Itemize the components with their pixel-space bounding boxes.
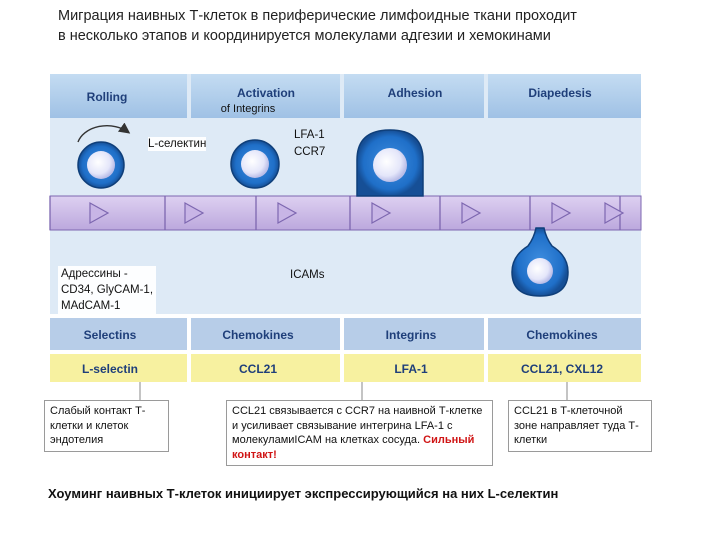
molecule-cell-integrins <box>344 318 484 350</box>
connector-lines <box>139 382 568 400</box>
molecule-rows: Selectins Chemokines Integrins Chemokine… <box>50 318 641 382</box>
info-box-rolling-text: Слабый контакт Т-клетки и клеток эндотел… <box>50 405 146 446</box>
molecule-label-selectins: Selectins <box>84 328 137 342</box>
title-line-2: в несколько этапов и координируется моле… <box>58 28 551 44</box>
addressins-line-3: MAdCAM-1 <box>61 300 121 312</box>
t-cell-adhesion <box>356 129 424 197</box>
molecule-label-chemokines: Chemokines <box>222 328 294 342</box>
stage-header-activation <box>191 74 340 118</box>
label-lfa1: LFA-1 <box>294 129 325 141</box>
stage-label-diapedesis: Diapedesis <box>528 86 592 100</box>
label-ccr7: CCR7 <box>294 146 326 158</box>
molecule-cell-chemokines <box>191 318 340 350</box>
stage-header-diapedesis <box>488 74 641 118</box>
molecule-cell-selectins <box>50 318 187 350</box>
t-cell-rolling <box>77 122 131 189</box>
molecule-label-ccl21: CCL21 <box>239 362 277 376</box>
info-box-diapedesis-text: CCL21 в Т-клеточной зоне направляет туда… <box>514 405 639 446</box>
t-cell-activation <box>230 139 280 189</box>
label-addressins: Адрессины - CD34, GlyCAM-1, MAdCAM-1 <box>58 266 157 314</box>
label-lfa1-ccr7: LFA-1 CCR7 <box>294 128 325 159</box>
title-line-1: Миграция наивных Т-клеток в периферическ… <box>58 8 577 24</box>
molecule-cell-ccl21-cxl12 <box>488 354 641 382</box>
stage-label-activation: Activation <box>237 86 295 100</box>
stage-label-rolling: Rolling <box>87 90 128 104</box>
molecule-label-ccl21-cxl12: CCL21, CXL12 <box>521 362 603 376</box>
label-l-selectin: L-селектин <box>148 137 207 151</box>
stage-header-adhesion <box>344 74 484 118</box>
info-box-activation-text: CCL21 связывается с CCR7 на наивной Т-кл… <box>232 405 483 446</box>
strong-contact-text: Сильный контакт! <box>232 434 475 461</box>
molecule-label-chemokines-2: Chemokines <box>526 328 598 342</box>
info-box-rolling: Слабый контакт Т-клетки и клеток эндотел… <box>44 400 169 452</box>
molecule-cell-lfa1 <box>344 354 484 382</box>
slide-title: Миграция наивных Т-клеток в периферическ… <box>58 6 698 46</box>
rolling-arrow-icon <box>77 122 131 143</box>
t-cell-diapedesis <box>511 227 569 297</box>
activation-subtitle: of Integrins <box>221 103 276 115</box>
molecule-label-integrins: Integrins <box>386 328 437 342</box>
label-icams: ICAMs <box>290 269 325 281</box>
addressins-line-1: Адрессины - <box>61 268 128 280</box>
molecule-cell-ccl21 <box>191 354 340 382</box>
stage-header-rolling <box>50 74 187 118</box>
stage-headers: Rolling Activation Adhesion Diapedesis o… <box>50 74 641 118</box>
molecule-cell-chemokines-2 <box>488 318 641 350</box>
info-box-diapedesis: CCL21 в Т-клеточной зоне направляет туда… <box>508 400 652 452</box>
molecule-label-lfa1: LFA-1 <box>394 362 428 376</box>
addressins-line-2: CD34, GlyCAM-1, <box>61 284 154 296</box>
info-box-activation: CCL21 связывается с CCR7 на наивной Т-кл… <box>226 400 493 466</box>
bottom-caption: Хоуминг наивных Т-клеток инициирует эксп… <box>48 486 559 501</box>
stage-label-adhesion: Adhesion <box>388 86 443 100</box>
molecule-label-l-selectin: L-selectin <box>82 362 138 376</box>
molecule-cell-l-selectin <box>50 354 187 382</box>
endothelium-layer <box>49 195 642 231</box>
